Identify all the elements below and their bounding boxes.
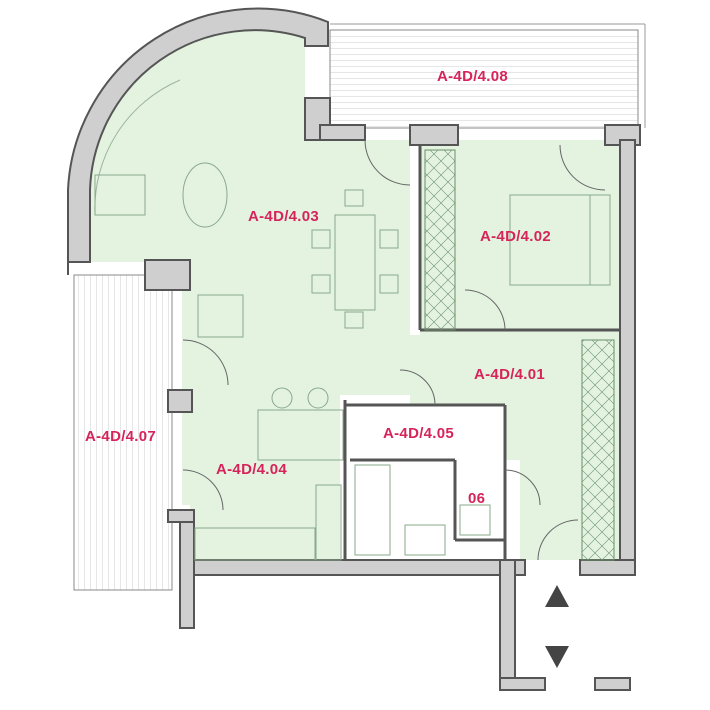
room-label-4-03: A-4D/4.03 xyxy=(248,208,320,225)
staircase-down-arrow-icon xyxy=(545,646,569,668)
partitions xyxy=(343,145,620,560)
room-label-4-04: A-4D/4.04 xyxy=(216,461,288,478)
doors xyxy=(182,139,606,561)
room-label-4-02: A-4D/4.02 xyxy=(480,228,552,245)
terrace-4-07 xyxy=(73,274,173,591)
terrace-4-08 xyxy=(329,23,646,129)
walls xyxy=(67,7,641,691)
room-label-4-07: A-4D/4.07 xyxy=(85,428,157,445)
room-label-4-01: A-4D/4.01 xyxy=(474,366,546,383)
wardrobes xyxy=(424,149,615,561)
staircase-up-arrow-icon xyxy=(545,585,569,607)
room-label-4-08: A-4D/4.08 xyxy=(437,68,509,85)
room-label-4-05: A-4D/4.05 xyxy=(383,425,455,442)
room-label-06: 06 xyxy=(468,490,486,507)
furniture xyxy=(94,79,611,561)
